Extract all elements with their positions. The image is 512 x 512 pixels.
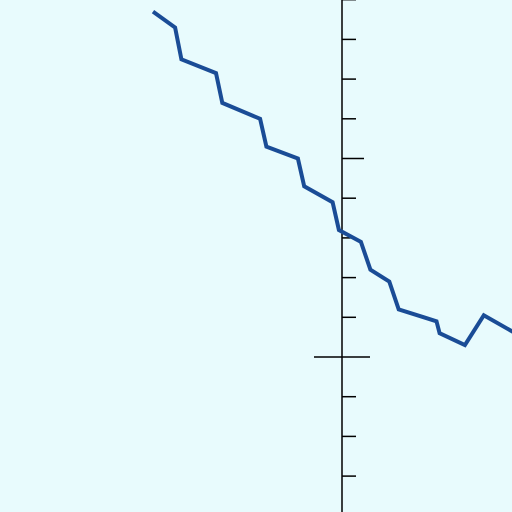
axes-group bbox=[314, 0, 370, 512]
series-group bbox=[151, 9, 512, 348]
series-line-0 bbox=[151, 9, 512, 348]
